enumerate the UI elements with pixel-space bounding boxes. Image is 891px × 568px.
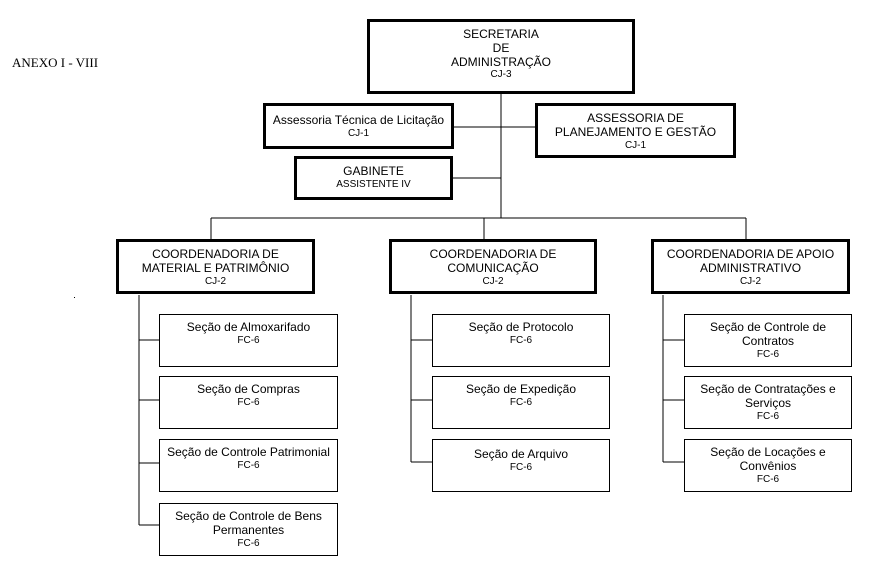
box-title-line: Seção de Controle de Bens bbox=[175, 509, 322, 523]
box-code: CJ-2 bbox=[739, 275, 762, 287]
stray-dot bbox=[74, 297, 75, 298]
annex-label: ANEXO I - VIII bbox=[12, 55, 99, 70]
box-title-line: ASSESSORIA DE bbox=[587, 111, 684, 125]
box-title-line: SECRETARIA bbox=[463, 27, 539, 41]
box-title-line: ADMINISTRATIVO bbox=[699, 260, 802, 275]
box-code: FC-6 bbox=[509, 461, 533, 473]
box-title-line: COORDENADORIA DE bbox=[152, 247, 279, 261]
box-title-line: Seção de Almoxarifado bbox=[186, 320, 311, 334]
box-title-line: Seção de Controle de bbox=[709, 320, 827, 334]
box-title-line: Seção de Contratações e bbox=[700, 382, 836, 396]
box-code: CJ-2 bbox=[482, 275, 504, 287]
box-code: FC-6 bbox=[756, 473, 780, 485]
box-title-line: MATERIAL E PATRIMÔNIO bbox=[141, 260, 290, 275]
box-code: FC-6 bbox=[756, 410, 780, 422]
box-code: ASSISTENTE IV bbox=[336, 178, 411, 190]
box-title-line: Contratos bbox=[741, 333, 795, 348]
box-title-line: Assessoria Técnica de Licitação bbox=[272, 113, 445, 127]
box-title-line: Permanentes bbox=[212, 522, 285, 537]
box-code: FC-6 bbox=[509, 396, 533, 408]
box-code: FC-6 bbox=[237, 396, 260, 408]
box-code: CJ-1 bbox=[624, 139, 647, 151]
box-title-line: Seção de Locações e bbox=[710, 445, 826, 459]
box-title-line: ADMINISTRAÇÃO bbox=[450, 54, 551, 69]
box-code: FC-6 bbox=[237, 537, 260, 549]
box-title-line: GABINETE bbox=[343, 164, 404, 178]
box-title-line: COORDENADORIA DE bbox=[429, 247, 557, 261]
box-code: FC-6 bbox=[509, 334, 533, 346]
box-title-line: COORDENADORIA DE APOIO bbox=[666, 247, 835, 261]
box-code: FC-6 bbox=[237, 459, 260, 471]
box-code: FC-6 bbox=[237, 334, 260, 346]
box-title-line: Seção de Protocolo bbox=[468, 320, 574, 334]
box-title-line: COMUNICAÇÃO bbox=[447, 260, 539, 275]
box-code: FC-6 bbox=[756, 348, 780, 360]
box-code: CJ-2 bbox=[204, 275, 227, 287]
box-title-line: DE bbox=[492, 40, 510, 55]
box-title-line: Serviços bbox=[744, 395, 791, 410]
box-title-line: Seção de Controle Patrimonial bbox=[167, 445, 330, 459]
box-title-line: PLANEJAMENTO E GESTÃO bbox=[554, 124, 717, 139]
box-code: CJ-1 bbox=[347, 127, 370, 139]
box-title-line: Seção de Arquivo bbox=[473, 447, 569, 461]
box-title-line: Seção de Compras bbox=[197, 382, 300, 396]
box-code: CJ-3 bbox=[490, 69, 512, 81]
box-title-line: Convênios bbox=[739, 458, 797, 473]
box-title-line: Seção de Expedição bbox=[465, 382, 577, 396]
